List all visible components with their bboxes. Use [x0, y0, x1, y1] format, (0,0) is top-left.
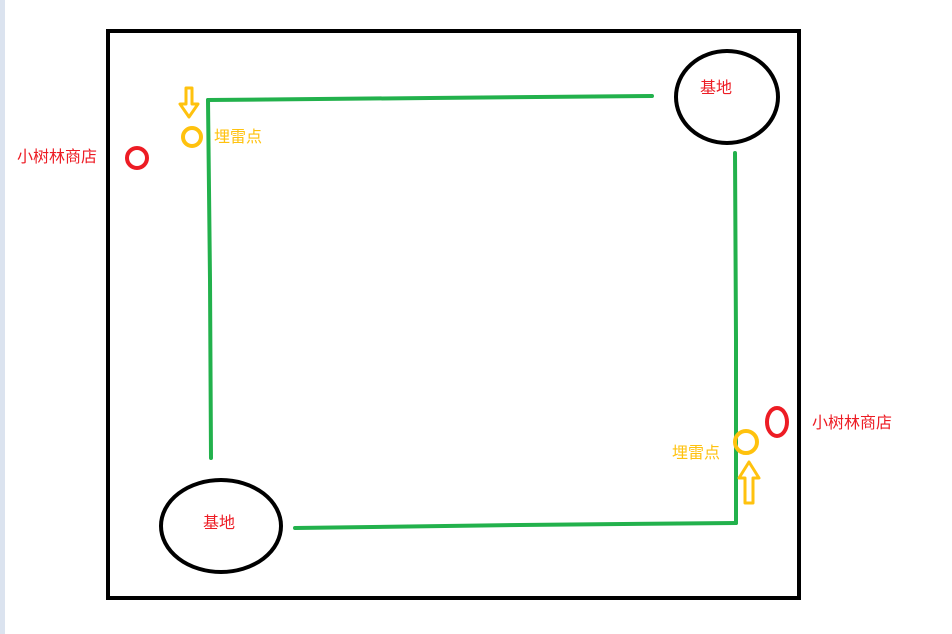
base-circle [159, 478, 283, 574]
shop-marker [765, 406, 789, 438]
base-label: 基地 [203, 513, 235, 532]
route-left-segment [206, 98, 213, 460]
shop-right: 小树林商店 [765, 406, 892, 438]
shop-marker [125, 146, 149, 170]
shop-label: 小树林商店 [17, 147, 97, 166]
mine-marker [181, 126, 203, 148]
arrow-up-icon [737, 460, 761, 505]
base-top-right: 基地 [674, 49, 780, 145]
mine-point-bottom-right: 埋雷点 [672, 429, 761, 505]
arrow-down-icon [178, 86, 200, 119]
mine-point-top-left: 埋雷点 [178, 86, 262, 148]
base-bottom-left: 基地 [159, 478, 283, 574]
shop-label: 小树林商店 [812, 413, 892, 432]
window-edge-strip [0, 0, 5, 634]
mine-label: 埋雷点 [214, 127, 262, 146]
map-frame [106, 29, 801, 600]
route-top-segment [206, 94, 654, 102]
route-right-segment [733, 151, 738, 525]
shop-left: 小树林商店 [17, 146, 149, 170]
base-label: 基地 [700, 78, 732, 97]
mine-marker [733, 429, 759, 455]
route-path [206, 94, 738, 530]
route-bottom-segment [293, 521, 738, 530]
base-circle [674, 49, 780, 145]
mine-label: 埋雷点 [672, 443, 720, 462]
